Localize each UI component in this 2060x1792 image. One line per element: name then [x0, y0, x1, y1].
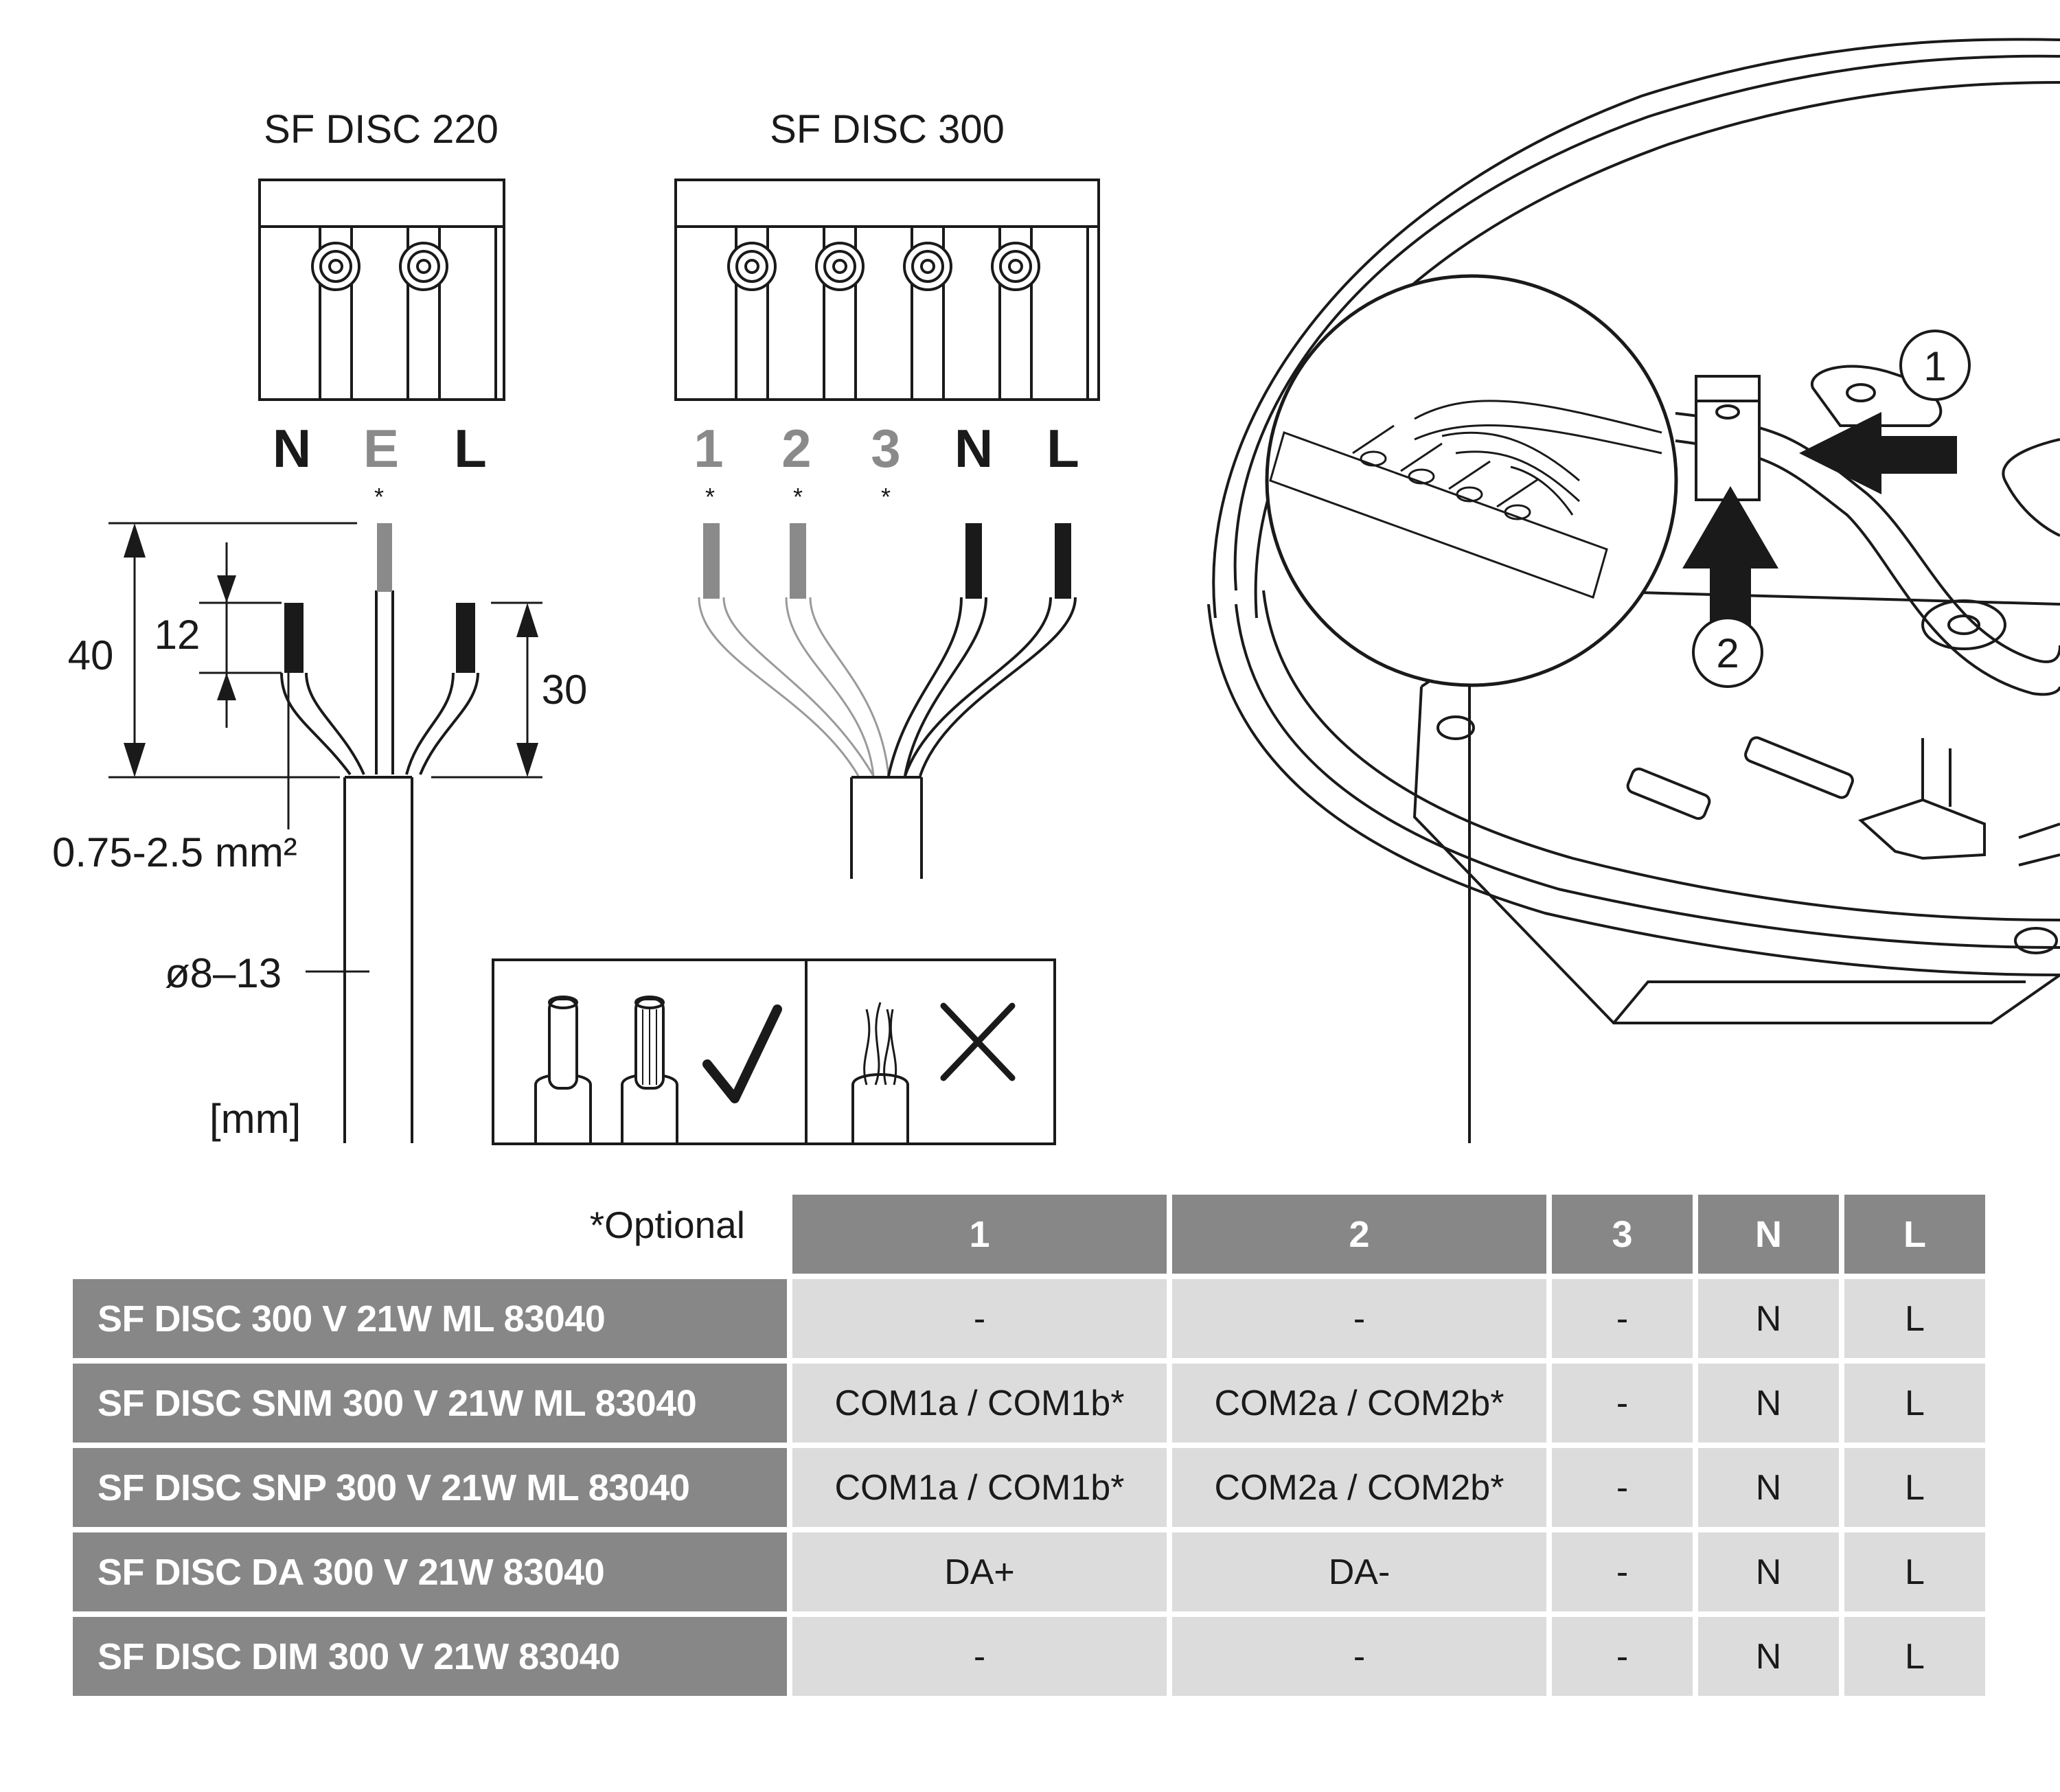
- stranded-wire-icon: [851, 1002, 909, 1144]
- cable-diameter-label: ø8–13: [165, 950, 282, 996]
- row-label: SF DISC 300 V 21W ML 83040: [73, 1279, 787, 1358]
- table-cell: -: [792, 1617, 1167, 1696]
- row-label: SF DISC SNM 300 V 21W ML 83040: [73, 1364, 787, 1443]
- unit-label: [mm]: [209, 1096, 301, 1142]
- table-cell: N: [1698, 1617, 1839, 1696]
- table-row: SF DISC 300 V 21W ML 83040 - - - N L: [73, 1279, 1985, 1358]
- table-cell: L: [1844, 1532, 1985, 1611]
- table-cell: -: [792, 1279, 1167, 1358]
- table-row: SF DISC SNP 300 V 21W ML 83040 COM1a / C…: [73, 1448, 1985, 1527]
- row-label: SF DISC DA 300 V 21W 83040: [73, 1532, 787, 1611]
- table-row: SF DISC DIM 300 V 21W 83040 - - - N L: [73, 1617, 1985, 1696]
- table-corner: [73, 1195, 787, 1274]
- disc300-terminal-block: SF DISC 300 1 2 3 N L * * *: [674, 107, 1100, 511]
- disc220-terminal-block: SF DISC 220 N E L *: [258, 107, 505, 511]
- asterisk-1: *: [705, 483, 715, 511]
- ferrule-wire-icon: [621, 996, 678, 1144]
- terminal-label-n-300: N: [954, 418, 993, 479]
- dimension-30: 30: [542, 667, 588, 713]
- terminal-label-1: 1: [694, 418, 723, 479]
- terminal-label-e: E: [363, 418, 399, 479]
- conductor-type-box: [492, 958, 1056, 1145]
- row-label: SF DISC DIM 300 V 21W 83040: [73, 1617, 787, 1696]
- wiring-diagram: SF DISC 220 N E L *: [52, 38, 2060, 1145]
- table-header-row: 1 2 3 N L: [73, 1195, 1985, 1274]
- table-cell: L: [1844, 1364, 1985, 1443]
- terminal-label-3: 3: [871, 418, 900, 479]
- column-header-2: 2: [1172, 1195, 1546, 1274]
- column-header-n: N: [1698, 1195, 1839, 1274]
- arrow-2-icon: [1682, 486, 1778, 645]
- terminal-label-l-300: L: [1046, 418, 1079, 479]
- table-cell: L: [1844, 1279, 1985, 1358]
- table-cell: L: [1844, 1617, 1985, 1696]
- wire-section-label: 0.75-2.5 mm²: [52, 829, 297, 875]
- column-header-l: L: [1844, 1195, 1985, 1274]
- optional-note: *Optional: [589, 1204, 745, 1246]
- table-cell: -: [1552, 1364, 1693, 1443]
- callout-1: 1: [1923, 343, 1946, 389]
- disc220-cable: 40 12 30 0.75-2.5 mm² ø8–13 [mm]: [52, 522, 588, 1143]
- detail-magnifier: [1265, 274, 1678, 687]
- table-cell: DA+: [792, 1532, 1167, 1611]
- disc300-cable: [698, 523, 1077, 879]
- asterisk-3: *: [881, 483, 891, 511]
- disc220-title: SF DISC 220: [264, 107, 499, 152]
- row-label: SF DISC SNP 300 V 21W ML 83040: [73, 1448, 787, 1527]
- table-cell: COM2a / COM2b*: [1172, 1448, 1546, 1527]
- terminal-detail: [1269, 400, 1662, 599]
- table-cell: N: [1698, 1532, 1839, 1611]
- wiring-table: 1 2 3 N L SF DISC 300 V 21W ML 83040 - -…: [67, 1189, 1991, 1701]
- table-cell: N: [1698, 1279, 1839, 1358]
- table-row: SF DISC SNM 300 V 21W ML 83040 COM1a / C…: [73, 1364, 1985, 1443]
- terminal-label-2: 2: [781, 418, 811, 479]
- table-cell: -: [1552, 1279, 1693, 1358]
- column-header-3: 3: [1552, 1195, 1693, 1274]
- terminal-label-n: N: [273, 418, 311, 479]
- table-cell: COM1a / COM1b*: [792, 1364, 1167, 1443]
- table-cell: -: [1172, 1279, 1546, 1358]
- luminaire-illustration: 1 2: [1207, 38, 2060, 1143]
- arrow-1-icon: [1799, 412, 1957, 494]
- table-cell: -: [1552, 1617, 1693, 1696]
- table-cell: N: [1698, 1448, 1839, 1527]
- dimension-12: 12: [154, 612, 201, 658]
- table-cell: N: [1698, 1364, 1839, 1443]
- table-row: SF DISC DA 300 V 21W 83040 DA+ DA- - N L: [73, 1532, 1985, 1611]
- table-cell: -: [1172, 1617, 1546, 1696]
- terminal-label-l: L: [454, 418, 487, 479]
- table-cell: COM2a / COM2b*: [1172, 1364, 1546, 1443]
- checkmark-icon: [702, 1004, 782, 1103]
- table-cell: COM1a / COM1b*: [792, 1448, 1167, 1527]
- asterisk-e: *: [374, 483, 384, 511]
- column-header-1: 1: [792, 1195, 1167, 1274]
- table-cell: DA-: [1172, 1532, 1546, 1611]
- solid-wire-icon: [534, 996, 592, 1144]
- cross-icon: [940, 1002, 1016, 1081]
- table-cell: -: [1552, 1448, 1693, 1527]
- table-cell: -: [1552, 1532, 1693, 1611]
- disc300-title: SF DISC 300: [770, 107, 1005, 152]
- callout-2: 2: [1716, 630, 1739, 676]
- asterisk-2: *: [793, 483, 803, 511]
- table-cell: L: [1844, 1448, 1985, 1527]
- dimension-40: 40: [68, 632, 114, 678]
